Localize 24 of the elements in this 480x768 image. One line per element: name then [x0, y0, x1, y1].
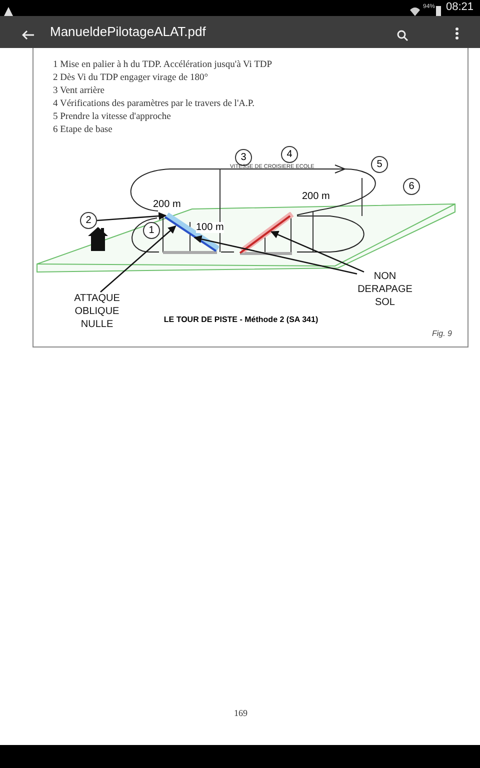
callout-number: 5	[371, 156, 388, 173]
callout-text: ATTAQUE OBLIQUE NULLE	[62, 292, 132, 331]
document-title: ManueldePilotageALAT.pdf	[50, 24, 206, 39]
callout-number: 4	[281, 146, 298, 163]
legend-item: 2 Dès Vi du TDP engager virage de 180°	[53, 73, 208, 83]
figure-number: Fig. 9	[432, 329, 452, 338]
leader-line	[270, 230, 364, 273]
callout-number: 2	[80, 212, 97, 229]
leader-line	[100, 225, 176, 292]
callout-number: 6	[403, 178, 420, 195]
altitude-label: 200 m	[302, 191, 330, 202]
page-number: 169	[234, 708, 248, 718]
legend-item: 4 Vérifications des paramètres par le travers de l'A.P.	[53, 99, 254, 109]
altitude-label: 200 m	[153, 199, 181, 210]
callout-text: NON DERAPAGE SOL	[350, 270, 420, 309]
altitude-label: 100 m	[196, 222, 224, 233]
clock-time: 08:21	[446, 1, 474, 13]
leader-line	[96, 212, 167, 222]
legend-item: 1 Mise en palier à h du TDP. Accélération jusqu'à Vi TDP	[53, 60, 272, 70]
leader-line	[194, 235, 358, 275]
legend-item: 3 Vent arrière	[53, 86, 105, 96]
figure-caption: LE TOUR DE PISTE - Méthode 2 (SA 341)	[162, 314, 320, 326]
legend-item: 6 Etape de base	[53, 125, 112, 135]
legend-item: 5 Prendre la vitesse d'approche	[53, 112, 171, 122]
